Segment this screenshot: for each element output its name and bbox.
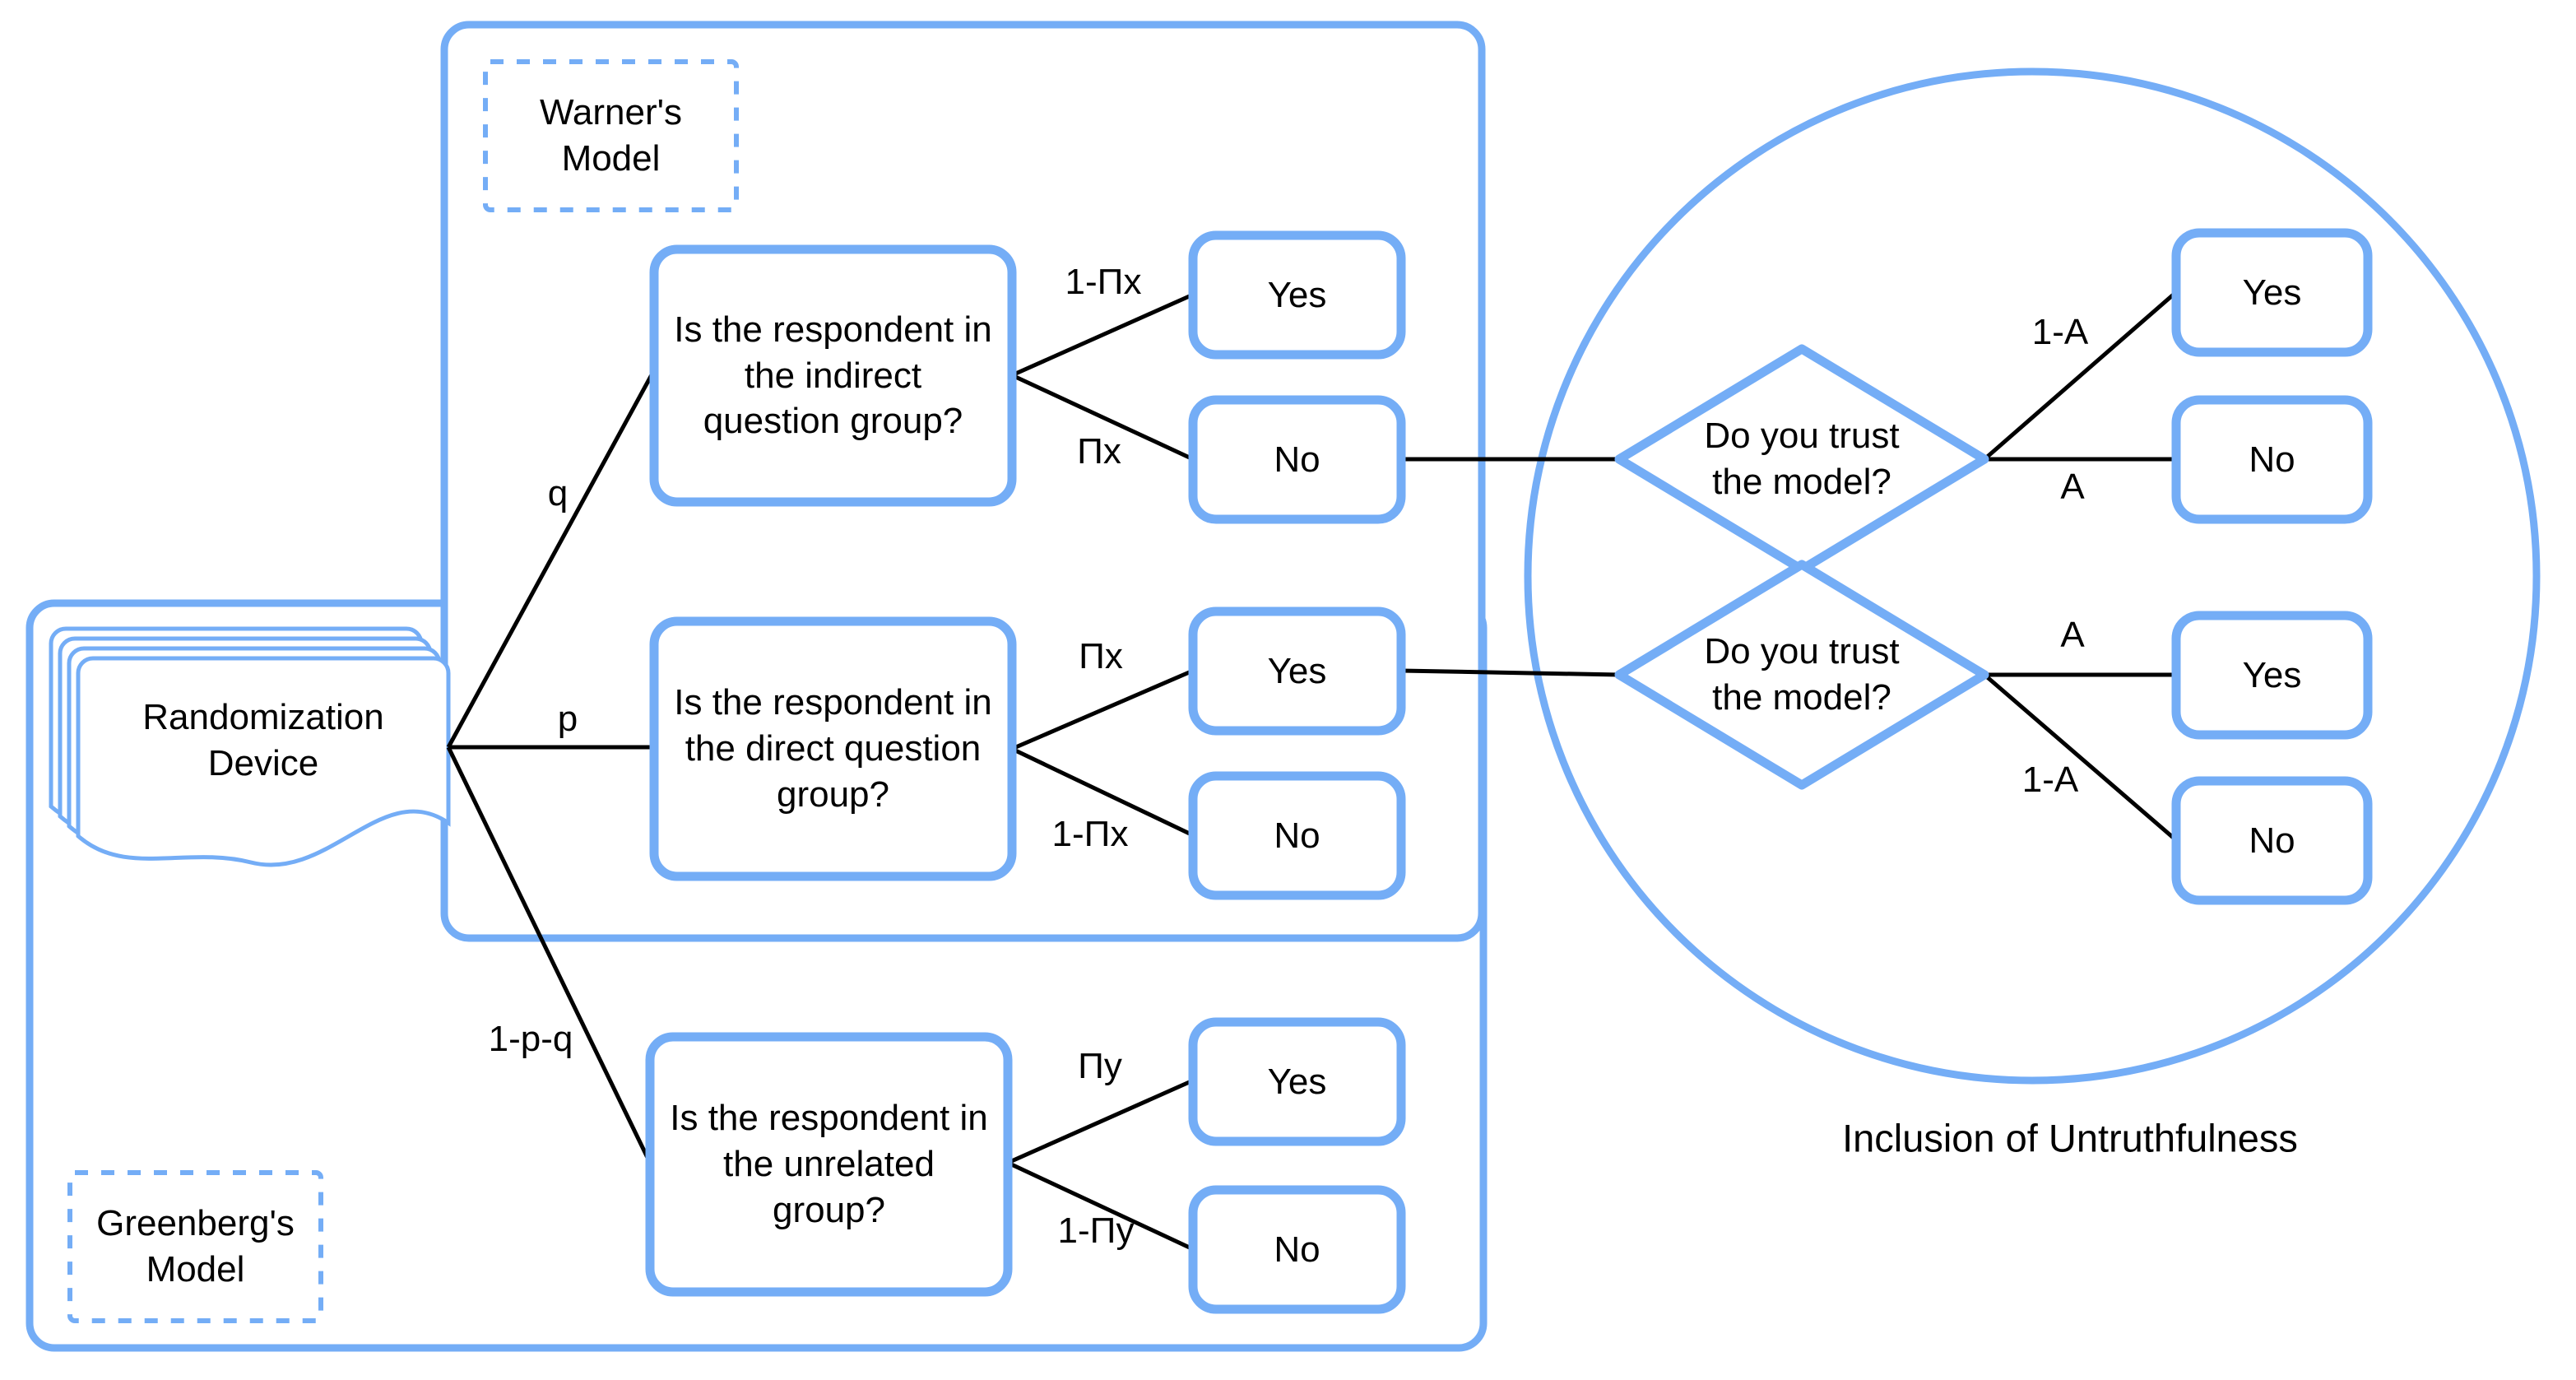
trust-diamond-1	[1614, 344, 1989, 574]
untruthfulness-caption: Inclusion of Untruthfulness	[1842, 1116, 2298, 1160]
trust1-no-box	[2171, 395, 2373, 524]
greenberg-label-box	[67, 1170, 323, 1323]
warner-model-label: Warner's Model	[539, 92, 682, 179]
trust1-yes-box	[2171, 228, 2373, 357]
edge-unrelated-yes	[1006, 1078, 1195, 1165]
nodes	[645, 228, 2373, 1314]
edge-direct-no	[1010, 746, 1195, 838]
question-unrelated-box	[645, 1032, 1013, 1297]
stacked-documents-icon	[49, 626, 451, 867]
question-direct-label: Is the respondent in the direct question…	[674, 682, 992, 815]
trust2-no-prob-label: 1-A	[2021, 760, 2079, 800]
edge-d2-no	[1983, 673, 2178, 842]
edge-yes-to-diamond2	[1400, 668, 1620, 677]
question-direct-box	[649, 616, 1017, 881]
branch-1pq-label: 1-p-q	[488, 1019, 573, 1059]
trust2-no-label: No	[2249, 820, 2295, 861]
indirect-yes-prob-label: 1-Πx	[1065, 262, 1142, 302]
unrelated-no-box	[1188, 1185, 1406, 1314]
trust1-no-label: No	[2249, 439, 2295, 480]
branch-p-label: p	[557, 699, 578, 739]
unrelated-yes-box	[1188, 1017, 1406, 1146]
randomization-device-label: Randomization Device	[142, 697, 384, 783]
edge-indirect-yes	[1010, 292, 1195, 378]
unrelated-no-label: No	[1274, 1229, 1320, 1270]
question-unrelated-label: Is the respondent in the unrelated group…	[670, 1098, 988, 1230]
trust1-yes-label: Yes	[2242, 272, 2302, 313]
trust-diamond-1-label: Do you trust the model?	[1704, 416, 1900, 502]
edge-unrelated-no	[1006, 1160, 1195, 1252]
direct-no-prob-label: 1-Πx	[1051, 814, 1129, 854]
direct-yes-box	[1188, 606, 1406, 736]
question-indirect-box	[649, 244, 1017, 507]
question-indirect-label: Is the respondent in the indirect questi…	[674, 309, 992, 442]
direct-no-label: No	[1274, 815, 1320, 856]
edge-direct-yes	[1011, 668, 1194, 751]
branch-q-label: q	[547, 473, 569, 513]
indirect-yes-box	[1188, 230, 1406, 360]
trust2-no-box	[2171, 776, 2373, 905]
indirect-no-label: No	[1274, 439, 1320, 480]
indirect-yes-label: Yes	[1267, 274, 1327, 315]
greenberg-model-label: Greenberg's Model	[96, 1203, 295, 1289]
warner-label-box	[483, 59, 739, 212]
trust-diamond-2-label: Do you trust the model?	[1704, 631, 1900, 718]
trust1-yes-prob-label: 1-A	[2031, 312, 2089, 352]
edge-1pq	[446, 746, 652, 1164]
trust2-yes-box	[2171, 611, 2373, 740]
trust1-no-prob-label: A	[2060, 467, 2085, 507]
unrelated-yes-prob-label: Πy	[1078, 1046, 1122, 1086]
edge-q	[446, 369, 657, 749]
direct-yes-label: Yes	[1267, 650, 1327, 691]
indirect-no-box	[1188, 395, 1406, 524]
indirect-no-prob-label: Πx	[1077, 431, 1121, 472]
edge-d1-yes	[1983, 290, 2178, 461]
trust-diamond-2	[1614, 560, 1989, 790]
direct-no-box	[1188, 771, 1406, 900]
unrelated-yes-label: Yes	[1267, 1061, 1327, 1102]
trust2-yes-label: Yes	[2242, 654, 2302, 695]
edges	[446, 290, 2178, 1252]
unrelated-no-prob-label: 1-Πy	[1057, 1210, 1135, 1251]
trust2-yes-prob-label: A	[2060, 615, 2085, 655]
edge-indirect-no	[1010, 373, 1195, 462]
direct-yes-prob-label: Πx	[1079, 636, 1123, 676]
